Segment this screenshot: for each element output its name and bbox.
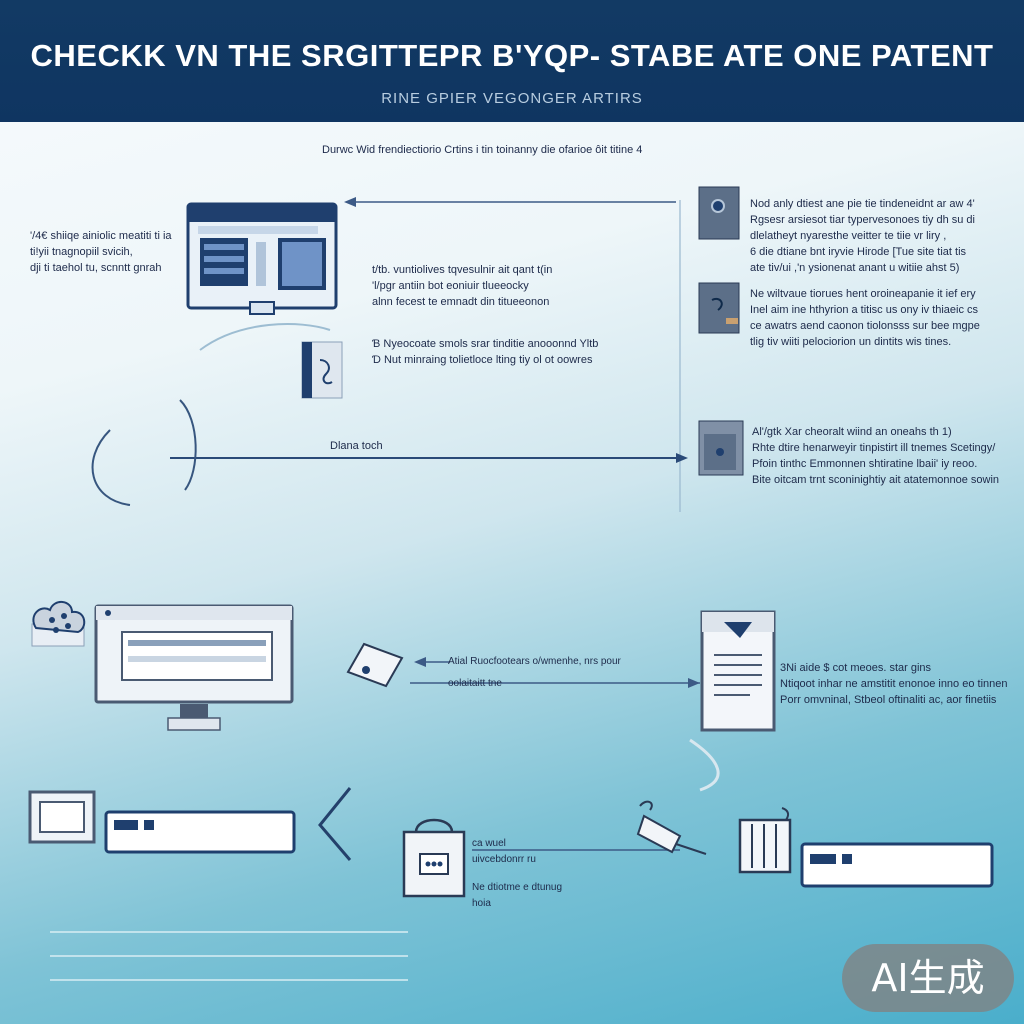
- left-text-line: ti!yii tnagnopiil svicih,: [30, 246, 133, 258]
- lower-right-text-line: 3Ni aide $ cot meoes. star gins: [780, 662, 932, 674]
- device-bar-right-icon: [800, 842, 994, 888]
- right-text-line: Al'/gtk Xar cheoralt wiind an oneahs th …: [752, 426, 952, 438]
- lower-arrow-head-right: [688, 678, 700, 688]
- plug-icon: [301, 341, 343, 399]
- center-description-a: t/tb. vuntiolives tqvesulnir ait qant t(…: [372, 262, 552, 310]
- lower-right-description: 3Ni aide $ cot meoes. star gins Ntiqoot …: [780, 660, 1008, 708]
- center-text-line: t/tb. vuntiolives tqvesulnir ait qant t(…: [372, 264, 553, 276]
- server-rack-icon: [738, 807, 792, 874]
- right-text-line: 6 die dtiane bnt iryvie Hirode [Tue site…: [750, 246, 967, 258]
- lower-right-text-line: Ntiqoot inhar ne amstitit enonoe inno eo…: [780, 678, 1008, 690]
- top-caption: Durwc Wid frendiectiorio Crtins i tin to…: [322, 144, 643, 156]
- right-text-line: Inel aim ine hthyrion a titisc us ony iv…: [750, 304, 979, 316]
- right-text-line: Rhte dtire henarweyir tinpistirt ill tne…: [752, 442, 996, 454]
- left-description: '/4€ shiiqe ainiolic meatiti ti ia ti!yi…: [30, 228, 172, 276]
- right-text-line: Nod anly dtiest ane pie tie tindeneidnt …: [750, 198, 975, 210]
- right-text-line: ate tiv/ui ,'n ysionenat anant u witiie …: [750, 262, 960, 274]
- swoosh-left: [91, 429, 131, 506]
- lower-monitor-icon: [94, 604, 294, 731]
- center-description-b: Ɓ Nyeocoate smols srar tinditie anooonnd…: [372, 336, 598, 368]
- right-text-line: Ne wiltvaue tiorues hent oroineapanie it…: [750, 288, 976, 300]
- left-text-line: '/4€ shiiqe ainiolic meatiti ti ia: [30, 230, 172, 242]
- bottom-text-line: uivcebdonrr ru: [472, 854, 536, 865]
- document-icon-2: [698, 282, 740, 334]
- right-text-line: Bite oitcam trnt sconinightiy ait atatem…: [752, 474, 1000, 486]
- right-text-line: Rgsesr arsiesot tiar typervesonoes tiy d…: [750, 214, 975, 226]
- center-text-line: Ɗ Nut minraing tolietloce lting tiy ol o…: [372, 354, 593, 366]
- bottom-description: ca wuel uivcebdonrr ru Ne dtiotme e dtun…: [472, 836, 562, 912]
- right-text-line: Pfoin tinthc Emmonnen shtiratine lbaii' …: [752, 458, 978, 470]
- lower-arrow-text-line: Atial Ruocfootears o/wmenhe, nrs pour: [448, 656, 621, 667]
- ai-generated-watermark: AI生成: [842, 944, 1014, 1012]
- bottom-text-line: hoia: [472, 898, 491, 909]
- page-title: CHECKK VN THE SRGITTEPR B'YQP- STABE ATE…: [30, 38, 994, 73]
- middle-arrow-head: [676, 453, 688, 463]
- center-text-line: alnn fecest te emnadt din titueeonon: [372, 296, 550, 308]
- card-tag-icon: [346, 642, 404, 688]
- power-outlet-icon: [402, 818, 466, 898]
- bottom-text-line: ca wuel: [472, 838, 506, 849]
- device-bar-left-icon: [104, 810, 296, 854]
- right-text-line: tlig tiv wiiti pelociorion un dintits wi…: [750, 336, 952, 348]
- document-large-icon: [700, 610, 776, 732]
- cloud-icon: [31, 601, 86, 647]
- document-icon-3: [698, 420, 744, 476]
- chevron-left-icon: [318, 787, 352, 861]
- right-text-line: dlelatheyt nyaresthe veitter te tiie vr …: [750, 230, 947, 242]
- right-description-2: Ne wiltvaue tiorues hent oroineapanie it…: [750, 286, 980, 350]
- header-banner: [0, 0, 1024, 122]
- page-subtitle: RINE GPIER VEGONGER ARTIRS: [381, 90, 643, 107]
- usb-plug-icon: [636, 800, 707, 855]
- small-screen-icon: [28, 790, 96, 844]
- document-icon-1: [698, 186, 740, 240]
- right-description-1: Nod anly dtiest ane pie tie tindeneidnt …: [750, 196, 975, 276]
- lower-right-text-line: Porr omvninal, Stbeol oftinaliti ac, aor…: [780, 694, 997, 706]
- left-text-line: dji ti taehol tu, scnntt gnrah: [30, 262, 162, 274]
- middle-arrow-label: Dlana toch: [330, 440, 383, 452]
- center-text-line: Ɓ Nyeocoate smols srar tinditie anooonnd…: [372, 338, 599, 350]
- lower-arrow-label: Atial Ruocfootears o/wmenhe, nrs pour oo…: [448, 654, 621, 692]
- top-monitor-icon: [186, 202, 338, 315]
- right-description-3: Al'/gtk Xar cheoralt wiind an oneahs th …: [752, 424, 999, 488]
- top-arrow-head: [344, 197, 356, 207]
- center-text-line: 'l/pgr antiin bot eoniuir tlueeocky: [372, 280, 529, 292]
- bottom-text-line: Ne dtiotme e dtunug: [472, 882, 563, 893]
- lower-arrow-text-line: oolaitaitt tne: [448, 678, 502, 689]
- right-text-line: ce awatrs aend caonon tiolonsss sur bee …: [750, 320, 980, 332]
